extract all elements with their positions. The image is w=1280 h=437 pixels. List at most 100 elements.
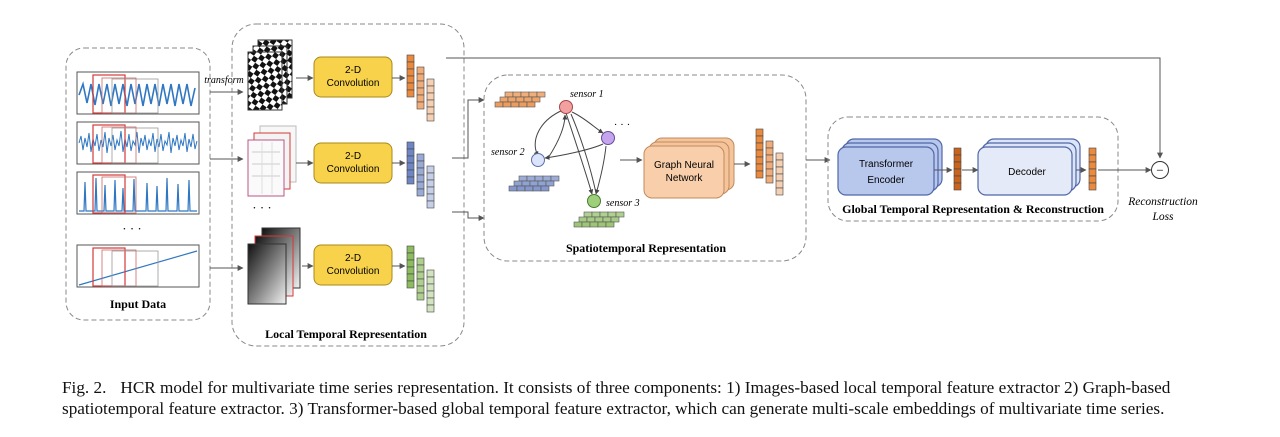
feature-cell bbox=[599, 211, 609, 218]
spatio-feature-columns bbox=[755, 128, 784, 196]
sensor-2-label: sensor 2 bbox=[491, 147, 525, 158]
decoder-output-column bbox=[1088, 147, 1097, 191]
decoder-label: Decoder bbox=[1008, 167, 1046, 178]
feature-cell bbox=[765, 154, 774, 163]
sensor-ellipsis: · · · bbox=[614, 119, 631, 131]
feature-cell bbox=[416, 153, 425, 162]
input-ellipsis: · · · bbox=[122, 221, 142, 236]
feature-cell bbox=[426, 297, 435, 306]
reconstruction-loss-line1: Reconstruction bbox=[1127, 196, 1198, 208]
caption-line-2: spatiotemporal feature extractor. 3) Tra… bbox=[62, 399, 1165, 418]
feature-cell bbox=[416, 188, 425, 197]
image-stack-2 bbox=[247, 125, 297, 197]
feature-cell bbox=[953, 175, 962, 184]
feature-cell bbox=[607, 211, 617, 218]
time-series-plot-1 bbox=[76, 71, 200, 115]
sensor-2-node bbox=[531, 153, 545, 167]
feature-cell bbox=[550, 175, 560, 182]
feature-cell bbox=[416, 257, 425, 266]
local-feature-columns-3 bbox=[406, 245, 435, 313]
feature-cell bbox=[406, 141, 415, 150]
sensor-1-label: sensor 1 bbox=[570, 89, 604, 100]
feature-cell bbox=[426, 283, 435, 292]
feature-cell bbox=[953, 168, 962, 177]
feature-cell bbox=[416, 264, 425, 273]
feature-cell bbox=[532, 185, 542, 192]
feature-cell bbox=[581, 221, 591, 228]
feature-cell bbox=[406, 259, 415, 268]
feature-cell bbox=[416, 181, 425, 190]
feature-cell bbox=[416, 87, 425, 96]
feature-cell bbox=[594, 216, 604, 223]
feature-cell bbox=[602, 216, 612, 223]
encoder-line2: Encoder bbox=[867, 175, 905, 186]
sensor-2-sequence bbox=[508, 175, 560, 192]
feature-cell bbox=[508, 185, 518, 192]
feature-cell bbox=[406, 252, 415, 261]
feature-cell bbox=[426, 165, 435, 174]
feature-cell bbox=[406, 245, 415, 254]
feature-cell bbox=[953, 147, 962, 156]
feature-cell bbox=[615, 211, 625, 218]
feature-cell bbox=[406, 148, 415, 157]
feature-cell bbox=[507, 96, 517, 103]
decoder-block: Decoder bbox=[977, 138, 1081, 196]
feature-cell bbox=[406, 169, 415, 178]
caption-line-1: Fig. 2. HCR model for multivariate time s… bbox=[62, 377, 1252, 398]
conv-1-line1: 2-D bbox=[345, 65, 361, 76]
image-stack-1 bbox=[247, 39, 293, 111]
feature-cell bbox=[1088, 175, 1097, 184]
feature-cell bbox=[502, 101, 512, 108]
feature-cell bbox=[416, 101, 425, 110]
feature-cell bbox=[416, 160, 425, 169]
feature-cell bbox=[426, 200, 435, 209]
global-temporal-label: Global Temporal Representation & Reconst… bbox=[842, 202, 1104, 216]
sensor-graph: sensor 1 sensor 2 sensor 3 · · · bbox=[491, 89, 640, 209]
input-data-panel: · · · Input Data bbox=[65, 47, 211, 321]
local-temporal-label: Local Temporal Representation bbox=[265, 327, 427, 341]
feature-cell bbox=[953, 154, 962, 163]
feature-cell bbox=[426, 304, 435, 313]
feature-cell bbox=[523, 96, 533, 103]
feature-cell bbox=[504, 91, 514, 98]
feature-cell bbox=[406, 61, 415, 70]
feature-cell bbox=[426, 276, 435, 285]
feature-cell bbox=[610, 216, 620, 223]
spatiotemporal-panel: sensor 1 sensor 2 sensor 3 · · · Graph N… bbox=[483, 74, 807, 262]
feature-cell bbox=[510, 101, 520, 108]
feature-cell bbox=[426, 92, 435, 101]
conv-2-line1: 2-D bbox=[345, 151, 361, 162]
feature-cell bbox=[512, 91, 522, 98]
feature-cell bbox=[953, 161, 962, 170]
feature-cell bbox=[426, 179, 435, 188]
feature-cell bbox=[1088, 147, 1097, 156]
feature-cell bbox=[775, 159, 784, 168]
feature-cell bbox=[1088, 161, 1097, 170]
feature-cell bbox=[426, 106, 435, 115]
caption-tag: Fig. 2. bbox=[62, 378, 107, 397]
feature-cell bbox=[537, 180, 547, 187]
feature-cell bbox=[545, 180, 555, 187]
skip-connection bbox=[446, 57, 1163, 159]
feature-cell bbox=[416, 66, 425, 75]
feature-cell bbox=[416, 285, 425, 294]
feature-cell bbox=[406, 176, 415, 185]
sensor-1-sequence bbox=[494, 91, 546, 108]
conv-block-3: 2-D Convolution bbox=[313, 244, 393, 286]
feature-cell bbox=[775, 152, 784, 161]
feature-cell bbox=[515, 96, 525, 103]
feature-cell bbox=[1088, 182, 1097, 191]
time-series-plot-4 bbox=[76, 244, 200, 288]
feature-cell bbox=[529, 180, 539, 187]
feature-cell bbox=[406, 162, 415, 171]
gnn-line1: Graph Neural bbox=[654, 160, 714, 171]
feature-cell bbox=[426, 172, 435, 181]
local-temporal-panel: · · · 2-D Convolution 2-D Convolution 2-… bbox=[231, 23, 465, 347]
feature-cell bbox=[542, 175, 552, 182]
feature-cell bbox=[416, 73, 425, 82]
conv-3-line1: 2-D bbox=[345, 253, 361, 264]
feature-cell bbox=[521, 180, 531, 187]
feature-cell bbox=[536, 91, 546, 98]
caption-text-1: HCR model for multivariate time series r… bbox=[120, 378, 1171, 397]
